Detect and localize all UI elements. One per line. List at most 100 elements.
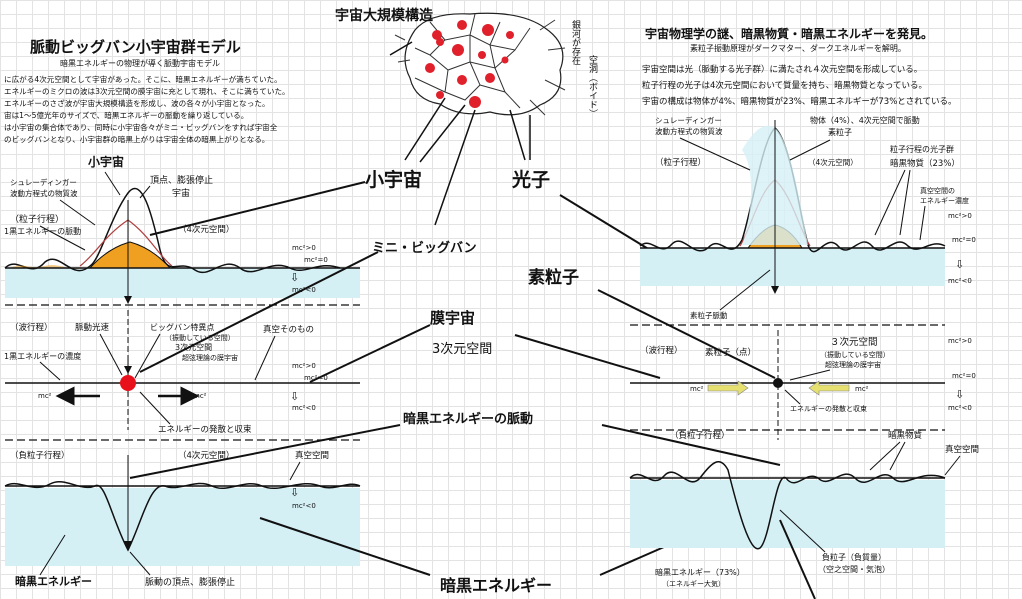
left-p3-pointers: [39, 461, 301, 576]
left-subtitle: 暗黒エネルギーの物理が導く脈動宇宙モデル: [60, 58, 220, 68]
center-mini-bigbang: ミニ・ビッグバン: [372, 240, 477, 256]
right-intro-line: 粒子行程の光子は4次元空間において質量を持ち、暗黒物質となっている。: [642, 80, 927, 91]
top-title: 宇宙大規模構造: [335, 7, 433, 24]
left-microuniverse-label: 小宇宙: [88, 154, 124, 169]
right-space4: （4次元空間）: [808, 157, 858, 167]
left-peak2-label: 宇宙: [172, 187, 190, 199]
right-elementary: 素粒子: [828, 127, 852, 137]
right-down-arrow-2: ⇩: [955, 388, 964, 401]
right-negparticle: 負粒子（負質量）: [822, 552, 886, 562]
right-space3: ３次元空間: [830, 336, 878, 348]
right-vacuum-3: 真空空間: [945, 444, 979, 455]
left-bigbang-point2: （振動している空間）: [165, 333, 235, 342]
galaxy-label: 銀河が存在: [570, 19, 581, 65]
left-peak-label: 頂点、膨張停止: [150, 174, 213, 186]
right-particle-process: （粒子行程）: [655, 157, 706, 168]
left-vacuum: 真空そのもの: [263, 324, 314, 335]
center-membrane: 膜宇宙: [430, 309, 475, 327]
right-mc-zero: mc²=0: [952, 236, 976, 244]
right-subtitle: 素粒子振動原理がダークマター、ダークエネルギーを解明。: [690, 43, 906, 53]
left-intro-line: のビッグバンとなり、小宇宙群の暗黒上がりは宇宙全体の暗黒上がりとなる。: [4, 134, 269, 144]
right-intro-line: 宇宙空間は光（脈動する光子群）に満たされ４次元空間を形成している。: [642, 64, 922, 75]
left-space4-3: （4次元空間）: [178, 450, 234, 461]
left-mc-neg-3: mc²<0: [292, 502, 316, 510]
void-label: 空洞（ボイド）: [587, 54, 598, 118]
center-space3: 3次元空間: [432, 341, 492, 357]
left-intro-line: エネルギーのさざ波が宇宙大規模構造を形成し、波の各々が小宇宙となった。: [4, 98, 270, 108]
center-dark-energy: 暗黒エネルギー: [440, 576, 552, 595]
right-schrodinger2: 波動方程式の物質波: [655, 126, 723, 136]
left-dark-energy: 暗黒エネルギー: [15, 574, 92, 588]
right-dark-energy: 暗黒エネルギー（73%）: [655, 567, 745, 577]
center-microuniverse: 小宇宙: [365, 168, 422, 191]
right-space3c: 超弦理論の膜宇宙: [825, 360, 881, 369]
right-mc-neg: mc²<0: [948, 277, 972, 285]
left-title: 脈動ビッグバン小宇宙群モデル: [30, 38, 241, 56]
left-down-arrow-3: ⇩: [290, 486, 299, 499]
right-mc-right: mc²: [855, 385, 869, 393]
right-vacuum: 真空空間の: [920, 186, 955, 195]
right-dark-matter-3: 暗黒物質: [888, 430, 923, 441]
right-dark-energy2: （エネルギー大気）: [662, 579, 725, 588]
left-schrodinger2: 波動方程式の物質波: [10, 188, 78, 198]
left-mc-neg-2: mc²<0: [292, 404, 316, 412]
right-p2-pointers: [784, 369, 831, 405]
center-elementary: 素粒子: [528, 267, 579, 288]
large-scale-structure: [394, 12, 566, 116]
left-mc-pos-2: mc²>0: [292, 362, 316, 370]
right-neg: （負粒子行程）: [670, 430, 730, 441]
left-space3b: 超弦理論の膜宇宙: [182, 353, 238, 362]
right-mc-left: mc²: [690, 385, 704, 393]
right-matter: 物体（4%）、4次元空間で脈動: [810, 115, 920, 125]
right-elem-point: 素粒子（点）: [705, 347, 756, 358]
left-bigbang-point: ビッグバン特異点: [150, 322, 214, 332]
right-photon-group: 粒子行程の光子群: [890, 144, 954, 154]
top-pointer-lines: [389, 41, 531, 226]
right-mc-neg-2: mc²<0: [948, 404, 972, 412]
right-space3b: （振動している空間）: [820, 350, 890, 359]
right-dark-matter: 暗黒物質（23%）: [890, 158, 960, 169]
right-wave-process: [630, 330, 945, 440]
right-p1-pointers: [679, 137, 926, 311]
left-mc-zero-2: mc²=0: [304, 374, 328, 382]
left-wave-label: （波行程）: [10, 322, 53, 333]
left-intro: に広がる4次元空間として宇宙があった。そこに、暗黒エネルギーが満ちていた。 エネ…: [4, 74, 290, 144]
right-p3-pointers: [779, 441, 961, 553]
left-mc-left: mc²: [38, 392, 52, 400]
left-vacuum-3: 真空空間: [295, 450, 329, 461]
left-space3: 3次元空間: [175, 342, 212, 352]
left-space4: （4次元空間）: [178, 224, 234, 235]
right-negparticle2: （空之空間・気泡）: [818, 564, 890, 574]
left-down-arrow: ⇩: [290, 271, 299, 284]
left-schrodinger: シュレーディンガー: [10, 177, 77, 187]
center-photon: 光子: [511, 168, 550, 191]
left-pulse: 1黒エネルギーの脈動: [4, 226, 81, 236]
left-p1-pointers: [39, 171, 151, 251]
left-particle-process: （粒子行程）: [10, 213, 64, 225]
right-intro-line: 宇宙の構成は物体が4%、暗黒物質が23%、暗黒エネルギーが73%とされている。: [642, 96, 957, 107]
right-mc-pos-2: mc²>0: [948, 337, 972, 345]
left-pulse-speed: 脈動光速: [75, 322, 110, 333]
left-mc-pos: mc²>0: [292, 244, 316, 252]
left-intro-line: 宙は1〜5億光年のサイズで、暗黒エネルギーの脈動を繰り返している。: [4, 110, 248, 120]
right-pulse: 素粒子脈動: [690, 310, 728, 320]
right-down-arrow: ⇩: [955, 258, 964, 271]
left-apex: 脈動の頂点、膨張停止: [145, 576, 235, 588]
left-wave-process: [5, 310, 360, 430]
center-dark-pulse: 暗黒エネルギーの脈動: [403, 411, 533, 427]
left-density: 1黒エネルギーの濃度: [4, 351, 81, 361]
left-mc-zero: mc²=0: [304, 256, 328, 264]
right-schrodinger: シュレーディンガー: [655, 115, 722, 125]
left-divergence: エネルギーの発散と収束: [158, 424, 252, 435]
left-intro-line: エネルギーのミクロの波は3次元空間の膜宇宙に充として現れ、そこに満ちていた。: [4, 86, 290, 96]
right-mc-pos: mc²>0: [948, 212, 972, 220]
right-bottom-connector: [779, 519, 816, 599]
right-divergence: エネルギーの発散と収束: [790, 404, 867, 413]
left-intro-line: に広がる4次元空間として宇宙があった。そこに、暗黒エネルギーが満ちていた。: [4, 74, 282, 84]
left-neg-label: （負粒子行程）: [10, 450, 70, 461]
left-intro-line: は小宇宙の集合体であり、同時に小宇宙各々がミニ・ビッグバンをすれば宇宙全: [4, 122, 278, 132]
left-down-arrow-2: ⇩: [290, 390, 299, 403]
left-particle-wave: [4, 187, 360, 304]
